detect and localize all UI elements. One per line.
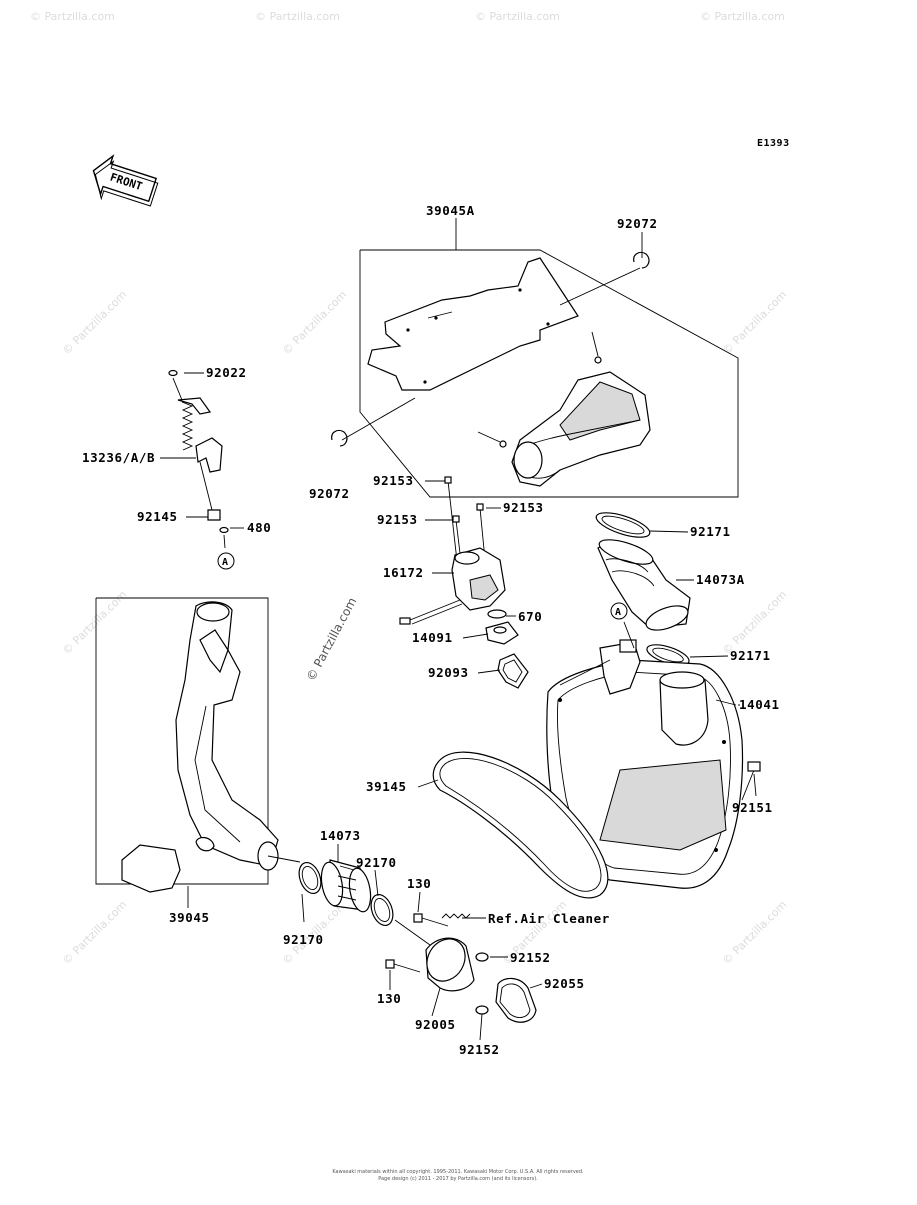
label-130-top: 130 bbox=[407, 876, 431, 891]
watermark: © Partzilla.com bbox=[720, 898, 789, 967]
watermark: © Partzilla.com bbox=[60, 288, 129, 357]
label-92153-c: 92153 bbox=[503, 500, 544, 515]
label-92005: 92005 bbox=[415, 1017, 456, 1032]
clamp-92170-right bbox=[370, 893, 394, 927]
watermark: © Partzilla.com bbox=[720, 588, 789, 657]
actuator-assembly bbox=[399, 476, 529, 689]
footer-copyright: Kawasaki materials within all copyright.… bbox=[332, 1169, 584, 1175]
bottom-assembly bbox=[267, 855, 537, 1023]
clip-92072-left bbox=[331, 429, 348, 447]
label-92152-bottom: 92152 bbox=[459, 1042, 500, 1057]
label-ref-air-cleaner: Ref.Air Cleaner bbox=[488, 911, 610, 926]
label-92072-left: 92072 bbox=[309, 486, 350, 501]
watermark: © Partzilla.com bbox=[280, 288, 349, 357]
label-92171-top: 92171 bbox=[690, 524, 731, 539]
label-130-bottom: 130 bbox=[377, 991, 401, 1006]
ref-spring bbox=[441, 913, 471, 919]
label-92153-b: 92153 bbox=[377, 512, 418, 527]
watermark: © Partzilla.com bbox=[720, 288, 789, 357]
label-92171-mid: 92171 bbox=[730, 648, 771, 663]
label-92153-a: 92153 bbox=[373, 473, 414, 488]
o-ring-670 bbox=[487, 609, 507, 619]
label-480: 480 bbox=[247, 520, 271, 535]
gasket-92093 bbox=[497, 653, 529, 689]
watermark: © Partzilla.com bbox=[30, 10, 115, 23]
label-13236: 13236/A/B bbox=[82, 450, 155, 465]
label-92145: 92145 bbox=[137, 509, 178, 524]
callout-A-left: A bbox=[217, 552, 235, 570]
part-labels: 39045A 92072 92072 92022 13236/A/B 92145… bbox=[82, 203, 780, 1057]
label-92022: 92022 bbox=[206, 365, 247, 380]
duct-cover-assembly bbox=[359, 249, 739, 498]
watermark-dark: © Partzilla.com bbox=[304, 595, 360, 683]
label-14041: 14041 bbox=[739, 697, 780, 712]
label-92151: 92151 bbox=[732, 800, 773, 815]
label-39045: 39045 bbox=[169, 910, 210, 925]
label-92093: 92093 bbox=[428, 665, 469, 680]
group-outline-39045A bbox=[359, 249, 739, 498]
label-39145: 39145 bbox=[366, 779, 407, 794]
guard-plate bbox=[121, 844, 181, 893]
svg-text:A: A bbox=[615, 607, 621, 618]
clamp-92170-left bbox=[298, 861, 322, 895]
bolt-130-top bbox=[413, 913, 423, 923]
watermark: © Partzilla.com bbox=[700, 10, 785, 23]
watermark: © Partzilla.com bbox=[60, 898, 129, 967]
watermark: © Partzilla.com bbox=[475, 10, 560, 23]
leader-lines bbox=[160, 218, 757, 1041]
label-14091: 14091 bbox=[412, 630, 453, 645]
cover-assembly bbox=[546, 512, 761, 889]
pipe-assembly bbox=[95, 597, 279, 893]
svg-text:A: A bbox=[222, 557, 228, 568]
grommet-92152-top bbox=[475, 952, 489, 962]
clip-92072-top bbox=[633, 251, 650, 269]
cover-plate bbox=[367, 257, 579, 391]
bolt-130-bottom bbox=[385, 959, 395, 969]
seal-39145 bbox=[432, 751, 609, 899]
label-92072-top: 92072 bbox=[617, 216, 658, 231]
clamp-92171-top bbox=[595, 512, 651, 538]
label-14073A: 14073A bbox=[696, 572, 745, 587]
label-92055: 92055 bbox=[544, 976, 585, 991]
intake-pipe bbox=[175, 601, 279, 867]
front-arrow-icon: FRONT bbox=[92, 154, 159, 207]
label-92170-top: 92170 bbox=[356, 855, 397, 870]
label-92152-top: 92152 bbox=[510, 950, 551, 965]
label-670: 670 bbox=[518, 609, 542, 624]
label-92170-bottom: 92170 bbox=[283, 932, 324, 947]
spring-assembly bbox=[168, 369, 229, 549]
label-14073: 14073 bbox=[320, 828, 361, 843]
bracket-13236 bbox=[195, 437, 223, 473]
footer-page-design: Page design (c) 2011 - 2017 by Partzilla… bbox=[378, 1176, 538, 1182]
spring bbox=[181, 401, 194, 451]
label-39045A: 39045A bbox=[426, 203, 475, 218]
group-outline-39045 bbox=[95, 597, 269, 885]
callout-A-right: A bbox=[610, 602, 628, 620]
gasket-92055 bbox=[495, 977, 537, 1023]
grommet-92152-bottom bbox=[475, 1005, 489, 1015]
watermark: © Partzilla.com bbox=[60, 588, 129, 657]
watermark: © Partzilla.com bbox=[255, 10, 340, 23]
diagram-code: E1393 bbox=[757, 138, 790, 149]
label-16172: 16172 bbox=[383, 565, 424, 580]
bolt-92151 bbox=[747, 761, 761, 772]
